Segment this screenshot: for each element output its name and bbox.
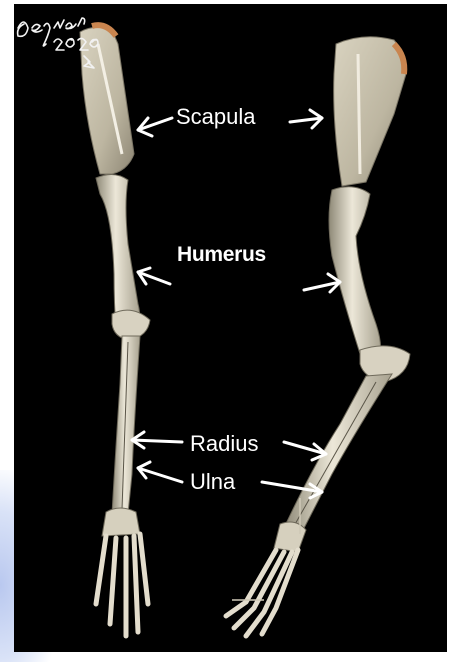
ulna-arrow-right: [262, 482, 322, 498]
right-scapula-spine: [358, 54, 360, 174]
left-limb: [80, 25, 150, 636]
ulna-arrow-left: [138, 462, 182, 482]
left-carpus: [102, 508, 140, 536]
humerus-arrow-left: [138, 268, 170, 284]
right-humerus: [329, 187, 381, 360]
scapula-label: Scapula: [176, 106, 256, 128]
ulna-label: Ulna: [190, 471, 235, 493]
skeleton-ct-image: Scapula Humerus Radius Ulna: [14, 4, 447, 652]
right-scapula: [334, 37, 406, 186]
left-radius-ulna: [112, 336, 140, 514]
right-paw-digits: [226, 550, 298, 636]
radius-arrow-right: [284, 442, 326, 460]
scapula-arrow-right: [290, 110, 322, 128]
humerus-label: Humerus: [177, 244, 266, 265]
humerus-arrow-right: [304, 274, 340, 292]
right-carpus: [274, 522, 306, 552]
right-radius-ulna-gap: [294, 382, 376, 526]
radius-arrow-left: [132, 432, 182, 448]
artist-signature: [14, 4, 114, 74]
left-paw-digits: [96, 534, 148, 636]
radius-label: Radius: [190, 433, 258, 455]
scapula-arrow-left: [138, 118, 172, 136]
bone-illustration: [14, 4, 447, 652]
left-humerus: [96, 174, 140, 329]
